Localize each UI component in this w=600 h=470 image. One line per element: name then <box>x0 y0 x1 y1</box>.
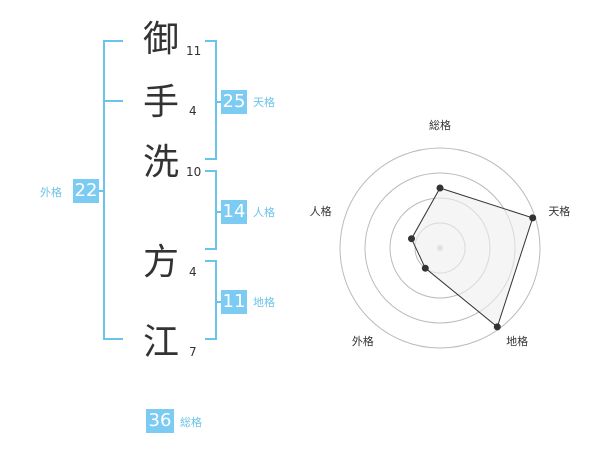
radar-axis-label-5: 人格 <box>309 205 332 219</box>
stroke-count-2: 4 <box>189 104 197 118</box>
gaikaku-bracket-top <box>103 40 123 42</box>
radar-point-4 <box>421 264 429 272</box>
chikaku-bracket-top <box>205 260 217 262</box>
radar-axis-label-3: 地格 <box>506 334 529 348</box>
tenkaku-bracket-top <box>205 40 217 42</box>
chikaku-value-box: 11 <box>221 290 247 314</box>
radar-data-polygon <box>410 187 534 328</box>
stroke-count-4: 4 <box>189 265 197 279</box>
jinkaku-bracket-connector <box>215 211 223 213</box>
chikaku-bracket-vertical <box>215 260 217 340</box>
jinkaku-bracket-bottom <box>205 248 217 250</box>
radar-axis-label-4: 外格 <box>351 334 374 348</box>
gaikaku-bracket-tick <box>103 100 123 102</box>
tenkaku-bracket-bottom <box>205 158 217 160</box>
chikaku-label: 地格 <box>253 296 275 309</box>
radar-ring-4 <box>339 147 541 349</box>
radar-point-2 <box>529 214 537 222</box>
gaikaku-bracket-connector <box>97 190 105 192</box>
name-char-1: 御 <box>142 19 179 60</box>
chikaku-bracket-bottom <box>205 338 217 340</box>
name-char-3: 洗 <box>142 142 179 183</box>
name-char-5: 江 <box>142 322 179 363</box>
jinkaku-value-box: 14 <box>221 200 247 224</box>
name-char-4: 方 <box>142 242 179 283</box>
tenkaku-label: 天格 <box>253 96 275 109</box>
jinkaku-label: 人格 <box>253 206 275 219</box>
name-char-2: 手 <box>142 82 179 123</box>
chikaku-bracket-connector <box>215 301 223 303</box>
radar-axis-label-2: 天格 <box>548 205 571 219</box>
jinkaku-bracket-vertical <box>215 170 217 250</box>
tenkaku-value-box: 25 <box>221 90 247 114</box>
radar-point-5 <box>408 235 415 243</box>
jinkaku-bracket-top <box>205 170 217 172</box>
soukaku-label: 総格 <box>180 416 202 429</box>
stroke-count-5: 7 <box>189 345 197 359</box>
gaikaku-bracket-bottom <box>103 338 123 340</box>
stroke-count-3: 10 <box>186 165 202 179</box>
soukaku-value-box: 36 <box>146 409 174 433</box>
radar-point-1 <box>436 184 444 192</box>
tenkaku-bracket-vertical <box>215 40 217 160</box>
tenkaku-bracket-connector <box>215 101 223 103</box>
gaikaku-value-box: 22 <box>73 179 99 203</box>
radar-axis-label-1: 総格 <box>429 119 451 132</box>
gaikaku-label: 外格 <box>40 186 62 199</box>
stroke-count-1: 11 <box>186 44 202 58</box>
radar-point-3 <box>493 323 501 331</box>
